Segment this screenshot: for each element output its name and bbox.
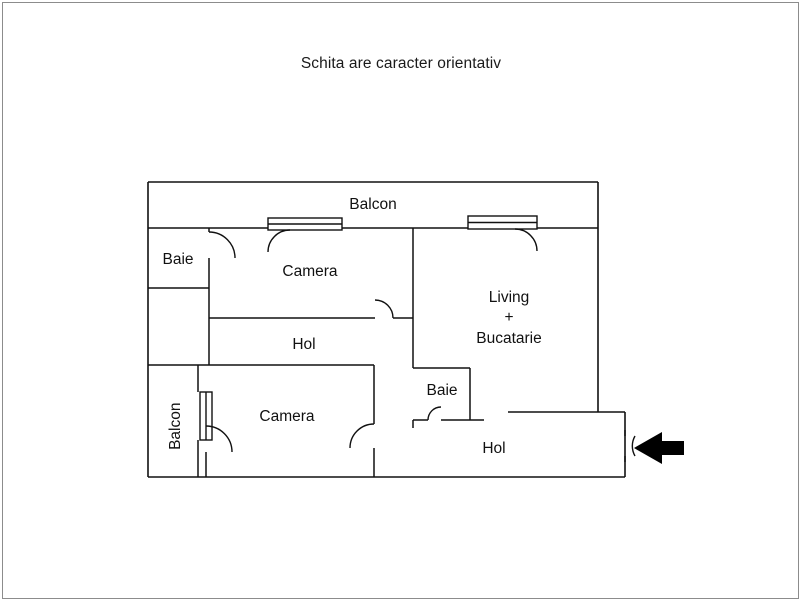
room-label-living-line2: + xyxy=(504,309,514,327)
door-camera-bottom-arc xyxy=(349,423,375,449)
room-label-living-line3: Bucatarie xyxy=(476,329,542,347)
room-label-balcon-top: Balcon xyxy=(349,196,397,213)
door-hol-middle-arc xyxy=(374,299,394,319)
room-label-hol-middle: Hol xyxy=(292,336,316,353)
door-baie-bottom-arc xyxy=(427,406,442,421)
page-title: Schita are caracter orientativ xyxy=(300,55,502,72)
entrance-arrow xyxy=(634,432,684,464)
room-label-baie-top: Baie xyxy=(162,251,194,268)
room-label-camera-bottom: Camera xyxy=(259,408,315,425)
outer-walls xyxy=(147,181,626,478)
door-living-arc xyxy=(514,228,538,252)
room-label-baie-bottom: Baie xyxy=(426,382,458,399)
windows xyxy=(199,215,538,441)
interior-walls xyxy=(148,227,626,477)
room-label-camera-top: Camera xyxy=(282,263,338,280)
room-label-living-line1: Living xyxy=(488,289,530,306)
door-balcon-bottom-arc xyxy=(205,425,233,453)
room-label-hol-bottom: Hol xyxy=(482,440,506,457)
room-label-balcon-bottom: Balcon xyxy=(166,402,184,450)
door-camera-top-arc xyxy=(267,229,291,253)
door-entrance-arc xyxy=(631,435,636,457)
door-arcs xyxy=(205,228,636,457)
room-label-living: Living + Bucatarie xyxy=(449,288,569,349)
entrance-arrow-glyph xyxy=(634,432,684,464)
door-baie-top-arc xyxy=(208,231,236,259)
